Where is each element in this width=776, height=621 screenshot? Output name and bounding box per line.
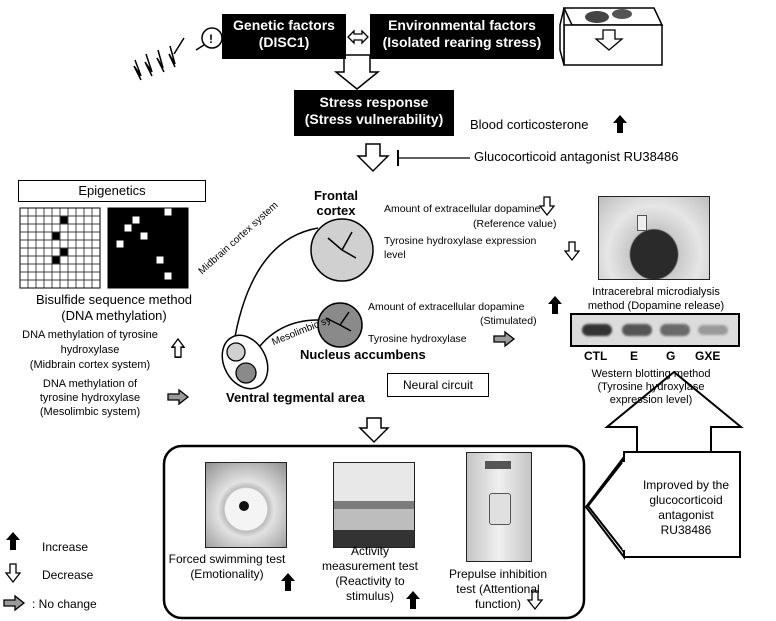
lane-ctl: CTL [584,349,608,363]
frontal-th-decrease-icon [564,241,580,261]
nucleus-dopamine-increase-icon [548,296,562,314]
legend-nochange-label: : No change [32,597,97,611]
frontal-dopamine-decrease-icon [539,196,555,216]
bisulfide-method-label: Bisulfide sequence method (DNA methylati… [35,292,193,323]
down-arrow-1 [333,54,381,90]
mc-methylation-label: DNA methylation of tyrosine hydroxylase … [22,329,158,371]
legend-decrease-icon [5,563,21,583]
activity-test-photo [333,462,415,548]
lane-e: E [630,349,639,363]
ml-methylation-label: DNA methylation of tyrosine hydroxylase … [39,378,141,418]
prepulse-test-photo [466,452,532,562]
legend-increase-icon [6,532,20,550]
nucleus-th-nochange-icon [493,331,515,347]
stressed-mouse-icon: ! [133,27,223,81]
swim-test-label: Forced swimming test (Emotionality) [168,552,286,581]
lane-gxe: GXE [695,349,721,363]
frontal-th-label: Tyrosine hydroxylase expression level [384,235,537,261]
frontal-cortex-label: Frontal cortex [313,188,359,218]
environmental-factors-box: Environmental factors (Isolated rearing … [370,14,554,59]
svg-text:!: ! [209,32,213,46]
cross-arrow [347,29,369,45]
swim-test-photo [205,462,287,548]
stress-response-box: Stress response (Stress vulnerability) [294,90,454,136]
epigenetics-title: Epigenetics [18,180,206,202]
frontal-dopamine-label: Amount of extracellular dopamine [384,203,541,215]
blood-increase-icon [613,115,627,133]
western-caption: Western blotting method (Tyrosine hydrox… [591,368,711,406]
legend-increase-label: Increase [42,540,89,554]
legend-decrease-label: Decrease [42,568,94,582]
microdialysis-caption: Intracerebral microdialysis method (Dopa… [587,286,725,312]
down-arrow-3 [358,417,390,444]
frontal-reference-label: (Reference value) [473,218,557,230]
western-blot-image [570,313,740,347]
legend-nochange-icon [3,595,25,611]
tests-frame [162,444,586,620]
cage-icon [559,7,664,66]
nucleus-stimulated-label: (Stimulated) [480,315,537,327]
methylation-grid-white [19,207,101,289]
vta-label: Ventral tegmental area [226,390,365,405]
ml-methylation-nochange-icon [167,389,189,405]
neural-circuit-label: Neural circuit [387,373,489,397]
improved-label: Improved by the glucocorticoid antagonis… [642,478,730,537]
nucleus-accumbens-label: Nucleus accumbens [300,347,426,362]
prepulse-test-label: Prepulse inhibition test (Attentional fu… [448,567,548,611]
blood-corticosterone-label: Blood corticosterone [470,117,589,132]
microdialysis-photo [598,196,710,280]
lane-g: G [666,349,676,363]
methylation-grid-black [107,207,189,289]
activity-test-label: Activity measurement test (Reactivity to… [321,544,419,603]
improved-up-arrow [604,370,744,453]
genetic-factors-box: Genetic factors (DISC1) [222,14,346,59]
antagonist-label: Glucocorticoid antagonist RU38486 [474,149,679,164]
nucleus-th-label: Tyrosine hydroxylase [368,333,467,345]
nucleus-dopamine-label: Amount of extracellular dopamine [368,301,525,313]
down-arrow-2 [356,143,390,173]
